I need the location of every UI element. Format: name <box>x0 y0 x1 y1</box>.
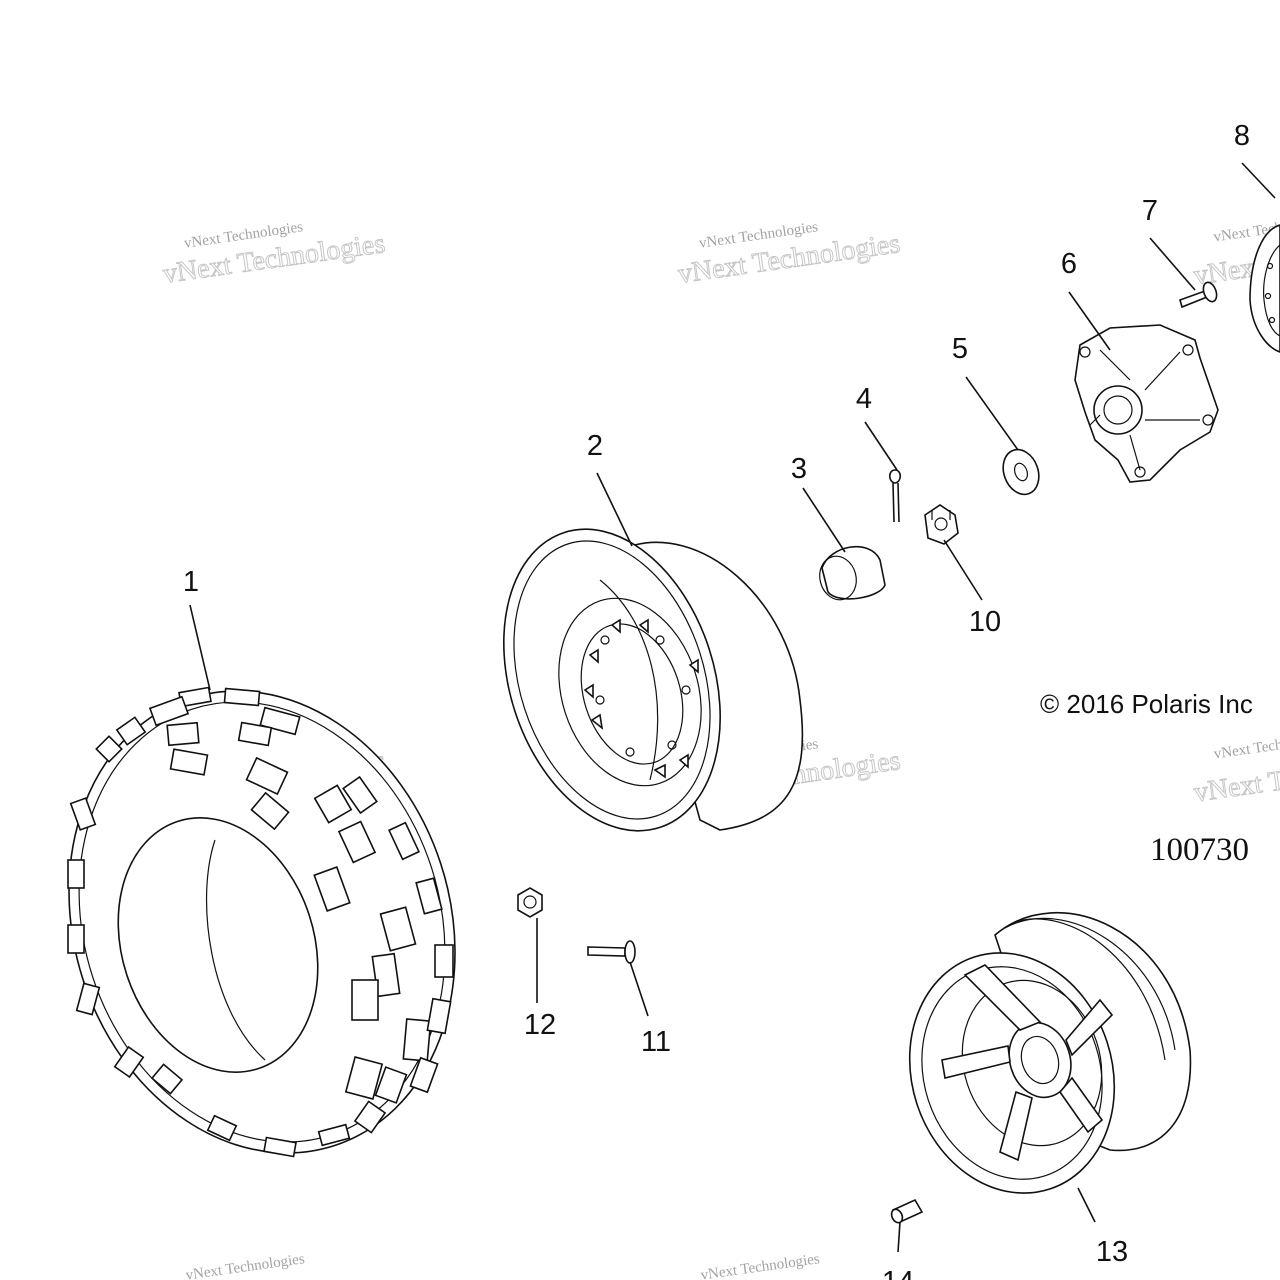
callout-2: 2 <box>587 430 603 462</box>
lug-nut-part <box>517 887 543 918</box>
wheel-rim-part <box>503 528 804 832</box>
callout-7: 7 <box>1142 195 1158 227</box>
watermark-text: vNext Technologies <box>700 1251 821 1280</box>
wheel-stud-part <box>1179 281 1218 309</box>
callout-5: 5 <box>952 333 968 365</box>
callout-12: 12 <box>524 1009 556 1041</box>
callout-labels: 1 2 3 4 5 6 7 8 10 11 12 13 14 <box>183 120 1250 1280</box>
copyright-notice: © 2016 Polaris Inc <box>1040 689 1253 719</box>
cast-wheel-spokes <box>941 964 1114 1162</box>
callout-3: 3 <box>791 453 807 485</box>
callout-13: 13 <box>1096 1236 1128 1268</box>
wheel-hub-part <box>1074 324 1219 483</box>
washer-part <box>1002 448 1040 496</box>
watermark-text: vNext Technologies <box>1213 730 1280 763</box>
watermark-text: vNext Technologies <box>185 1251 306 1280</box>
cotter-pin-part <box>888 469 902 523</box>
stud-part <box>587 940 636 964</box>
callout-6: 6 <box>1061 248 1077 280</box>
leader-lines <box>189 162 1276 1253</box>
figure-number: 100730 <box>1150 832 1249 868</box>
tire-tread <box>67 686 454 1158</box>
callout-4: 4 <box>856 383 872 415</box>
castle-nut-part <box>924 504 959 545</box>
callout-8: 8 <box>1234 120 1250 152</box>
hub-cap-part <box>819 545 886 601</box>
brake-disc-part <box>1249 224 1280 353</box>
tire-part <box>67 686 456 1158</box>
valve-stem-part <box>890 1198 924 1224</box>
callout-11: 11 <box>641 1026 671 1058</box>
cast-wheel-part <box>908 911 1192 1194</box>
callout-14: 14 <box>882 1266 914 1280</box>
rim-bolt-holes <box>583 618 699 779</box>
callout-10: 10 <box>969 606 1001 638</box>
callout-1: 1 <box>183 566 199 598</box>
